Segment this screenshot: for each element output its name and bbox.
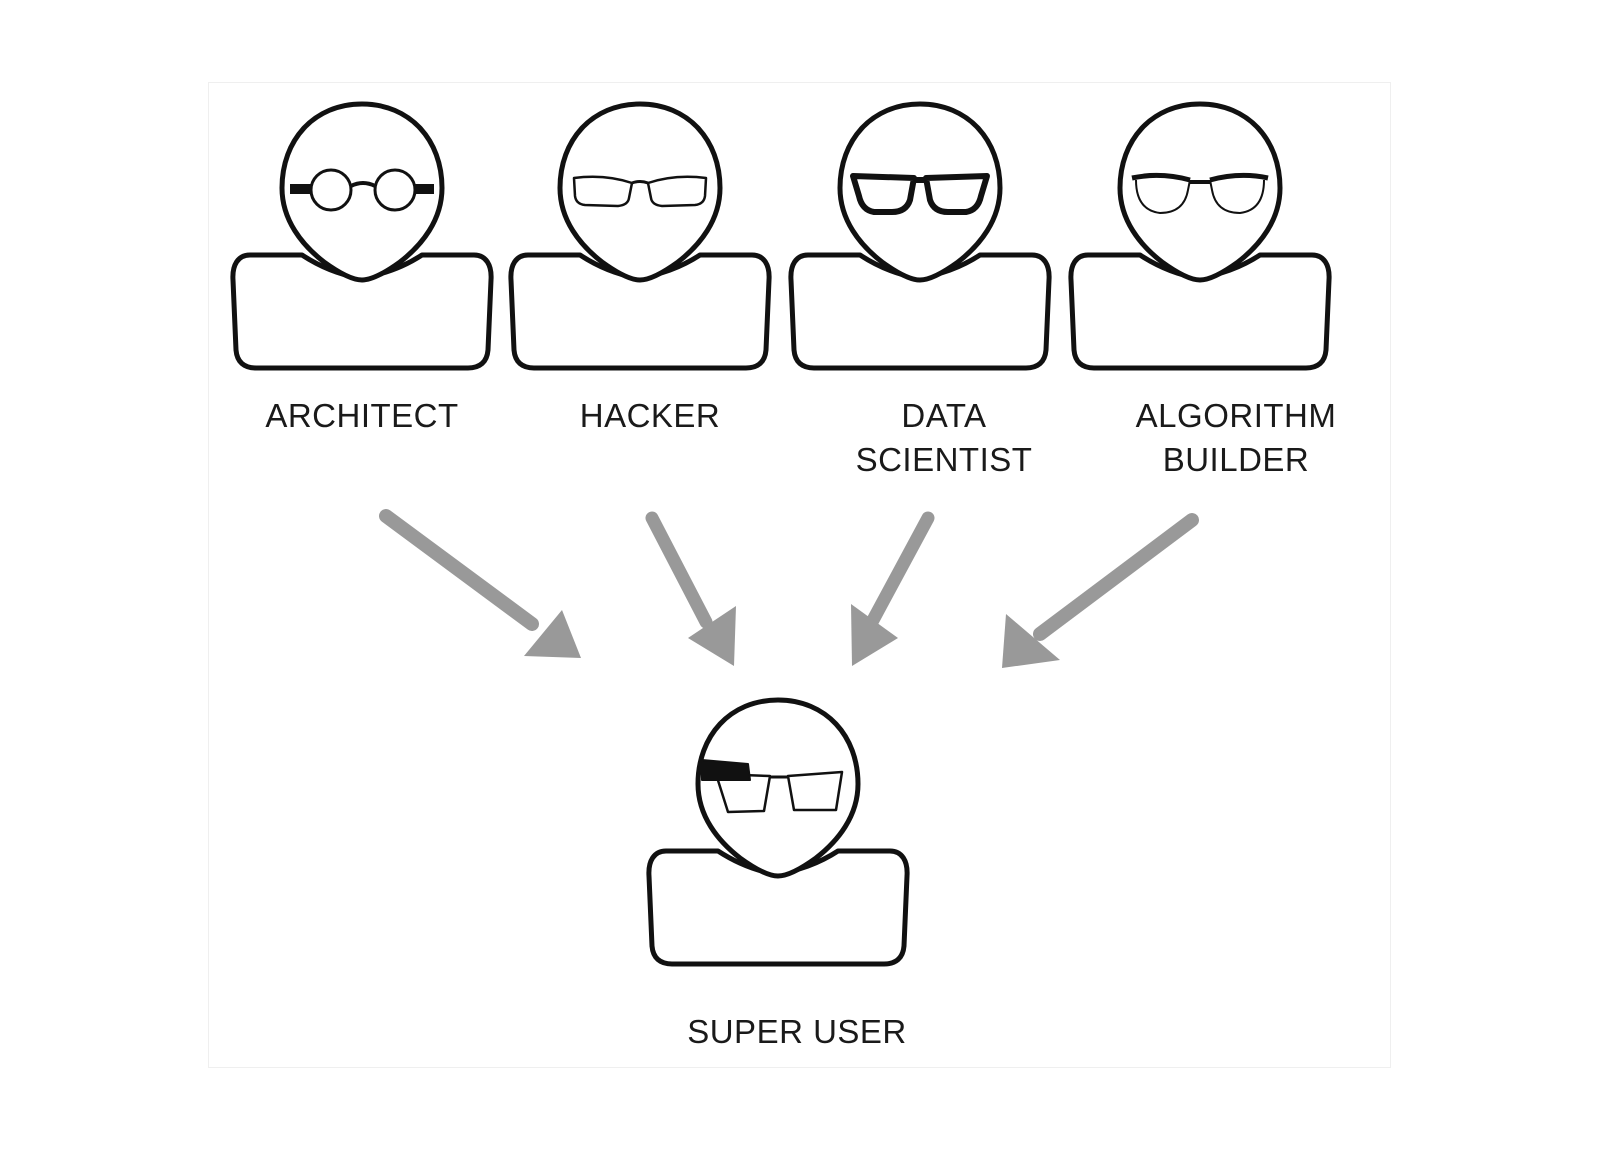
arrow-hacker-to-super-user [645, 511, 736, 666]
round-glasses-icon [290, 168, 434, 212]
diagram-frame [208, 82, 1391, 1068]
smart-glasses-icon [701, 759, 844, 814]
label-architect: ARCHITECT [265, 394, 458, 438]
person-algorithm-builder [1071, 104, 1329, 368]
label-line: HACKER [579, 397, 721, 434]
person-hacker [511, 104, 769, 368]
arrow-data-scientist-to-super-user [851, 511, 935, 666]
person-data-scientist [791, 104, 1049, 368]
arrow-algorithm-builder-to-super-user [1002, 513, 1199, 668]
rectangular-thin-glasses-icon [572, 175, 708, 208]
label-line: BUILDER [1162, 441, 1310, 478]
label-line: SUPER USER [687, 1013, 907, 1050]
label-algorithm-builder: ALGORITHM BUILDER [1136, 394, 1337, 482]
label-line: SCIENTIST [855, 441, 1033, 478]
label-hacker: HACKER [580, 394, 721, 438]
label-super-user: SUPER USER [687, 1010, 907, 1054]
label-line: DATA [901, 397, 987, 434]
arrow-architect-to-super-user [379, 509, 581, 658]
arrows [379, 509, 1199, 668]
label-line: ALGORITHM [1135, 397, 1337, 434]
label-line: ARCHITECT [265, 397, 459, 434]
person-architect [233, 104, 491, 368]
thick-wayfarer-glasses-icon [850, 173, 990, 215]
person-super-user [649, 700, 907, 964]
browline-glasses-icon [1131, 172, 1269, 214]
label-data-scientist: DATA SCIENTIST [856, 394, 1033, 482]
